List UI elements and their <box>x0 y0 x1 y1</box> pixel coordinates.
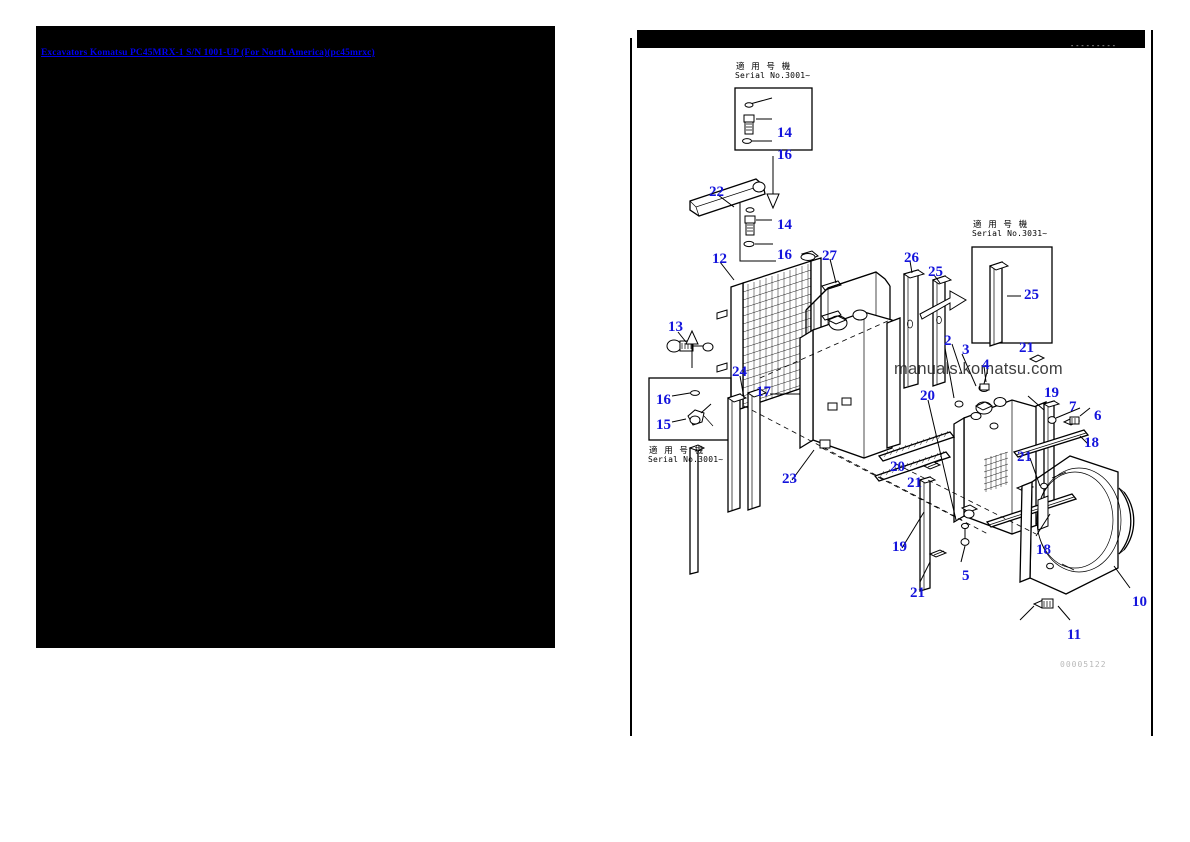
part-callout-21[interactable]: 21 <box>910 585 925 601</box>
corner-code: --------- <box>1070 42 1117 50</box>
part-callout-26[interactable]: 26 <box>904 250 919 266</box>
part-callout-2[interactable]: 2 <box>944 333 952 349</box>
part-callout-17[interactable]: 17 <box>756 384 771 400</box>
serial-note-bottom-serial: Serial No.3001~ <box>648 455 724 464</box>
part-callout-4[interactable]: 4 <box>982 357 990 373</box>
exploded-parts-drawing: 適 用 号 機 Serial No.3001~ 適 用 号 機 Serial N… <box>632 48 1151 708</box>
serial-note-right-jp: 適 用 号 機 <box>973 220 1030 230</box>
part-callout-27[interactable]: 27 <box>822 248 837 264</box>
panel-top-black-bar <box>637 30 1145 48</box>
part-callout-24[interactable]: 24 <box>732 364 747 380</box>
part-callout-16[interactable]: 16 <box>777 147 792 163</box>
part-callout-7[interactable]: 7 <box>1069 399 1077 415</box>
part-callout-11[interactable]: 11 <box>1067 627 1082 643</box>
part-callout-19[interactable]: 19 <box>1044 385 1059 401</box>
part-callout-21[interactable]: 21 <box>1019 340 1034 356</box>
part-callout-25[interactable]: 25 <box>928 264 943 280</box>
part-callout-20[interactable]: 20 <box>920 388 935 404</box>
part-callout-3[interactable]: 3 <box>962 342 970 358</box>
part-callout-22[interactable]: 22 <box>709 184 724 200</box>
part-callout-16[interactable]: 16 <box>777 247 792 263</box>
part-callout-5[interactable]: 5 <box>962 568 970 584</box>
serial-note-top-jp: 適 用 号 機 <box>736 62 793 72</box>
part-callout-14[interactable]: 14 <box>777 217 792 233</box>
part-callout-18[interactable]: 18 <box>1036 542 1051 558</box>
part-callout-18[interactable]: 18 <box>1084 435 1099 451</box>
panel-right-border <box>1151 30 1153 736</box>
part-callout-20[interactable]: 20 <box>890 459 905 475</box>
serial-note-bottom-jp: 適 用 号 機 <box>649 446 706 456</box>
part-callout-15[interactable]: 15 <box>656 417 671 433</box>
part-callout-21[interactable]: 21 <box>907 475 922 491</box>
part-callout-13[interactable]: 13 <box>668 319 683 335</box>
part-callout-12[interactable]: 12 <box>712 251 727 267</box>
part-callout-23[interactable]: 23 <box>782 471 797 487</box>
part-callout-16[interactable]: 16 <box>656 392 671 408</box>
serial-note-right-serial: Serial No.3031~ <box>972 229 1048 238</box>
serial-note-top-serial: Serial No.3001~ <box>735 71 811 80</box>
drawing-number: 00005122 <box>1060 660 1107 669</box>
panel-left-border <box>630 38 632 736</box>
part-callout-21[interactable]: 21 <box>1017 449 1032 465</box>
watermark-text: manuals.komatsu.com <box>894 360 1063 378</box>
left-black-panel <box>36 26 555 648</box>
part-callout-25[interactable]: 25 <box>1024 287 1039 303</box>
part-callout-6[interactable]: 6 <box>1094 408 1102 424</box>
part-callout-19[interactable]: 19 <box>892 539 907 555</box>
page-title-link[interactable]: Excavators Komatsu PC45MRX-1 S/N 1001-UP… <box>41 48 375 58</box>
part-callout-14[interactable]: 14 <box>777 125 792 141</box>
drawing-linework <box>648 87 1135 621</box>
parts-diagram-panel: --------- <box>630 22 1154 736</box>
part-callout-10[interactable]: 10 <box>1132 594 1147 610</box>
